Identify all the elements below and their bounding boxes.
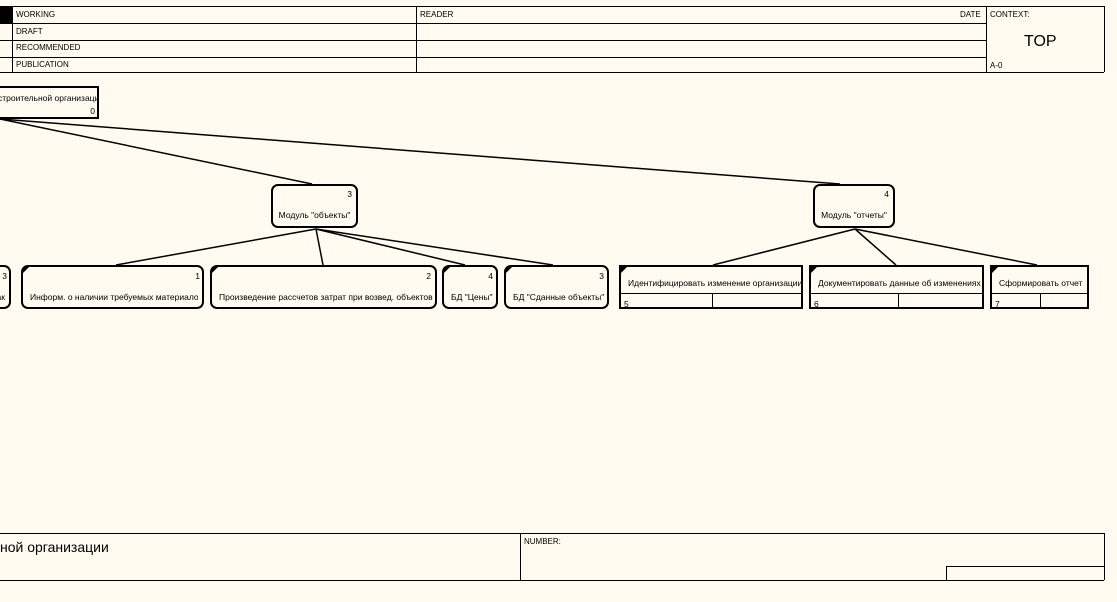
function-box-report[interactable]: Сформировать отчет 7 (990, 265, 1089, 309)
function-box-document-corner (811, 267, 817, 273)
reader-label: READER (420, 10, 454, 19)
connector-root-reports (0, 118, 841, 185)
status-draft: DRAFT (16, 27, 43, 36)
footer-title: ной организации (0, 539, 109, 555)
function-box-report-id-cell: 7 (992, 293, 1041, 309)
leaf-node-delivered[interactable]: 3 БД "Сданные объекты" (504, 265, 609, 309)
footer-number-label: NUMBER: (524, 537, 561, 546)
date-label: DATE (960, 10, 981, 19)
status-publication: PUBLICATION (16, 60, 69, 69)
node-reports-label: Модуль "отчеты" (821, 210, 887, 220)
function-box-identify-id-cell: 5 (621, 293, 713, 309)
function-box-document-ref-cell (898, 293, 982, 309)
leaf-node-clipped[interactable]: 3 лак (0, 265, 11, 309)
function-box-report-label: Сформировать отчет (999, 278, 1083, 288)
leaf-node-inform-number: 1 (195, 271, 200, 281)
node-reports-number: 4 (884, 189, 889, 199)
function-box-identify-ref-cell (712, 293, 801, 309)
leaf-node-calc-number: 2 (426, 271, 431, 281)
status-working: WORKING (16, 10, 56, 19)
node-objects-number: 3 (347, 189, 352, 199)
connector-reports-report (854, 228, 1038, 266)
leaf-node-prices[interactable]: 4 БД "Цены" (442, 265, 498, 309)
connector-reports-identify (712, 228, 856, 266)
connector-objects-delivered (315, 228, 554, 266)
root-node-label: строительной организации (0, 93, 97, 103)
leaf-node-inform-label: Информ. о наличии требуемых материалов (30, 292, 198, 302)
function-box-document-number: 6 (814, 299, 819, 309)
leaf-node-prices-label: БД "Цены" (451, 292, 493, 302)
function-box-document-label: Документировать данные об изменениях (818, 278, 981, 288)
leaf-node-inform-corner (23, 267, 29, 273)
leaf-node-clipped-number: 3 (2, 271, 7, 281)
function-box-report-corner (992, 267, 998, 273)
leaf-node-calc-label: Произведение рассчетов затрат при возвед… (219, 292, 433, 302)
node-objects[interactable]: 3 Модуль "объекты" (271, 184, 358, 228)
function-box-identify[interactable]: Идентифицировать изменение организации 5 (619, 265, 803, 309)
context-label: CONTEXT: (990, 10, 1030, 19)
leaf-node-prices-number: 4 (488, 271, 493, 281)
function-box-report-number: 7 (995, 299, 1000, 309)
leaf-node-calc[interactable]: 2 Произведение рассчетов затрат при возв… (210, 265, 437, 309)
function-box-document-id-cell: 6 (811, 293, 899, 309)
node-objects-label: Модуль "объекты" (278, 210, 351, 220)
leaf-node-delivered-number: 3 (599, 271, 604, 281)
connector-root-objects (0, 118, 313, 185)
leaf-node-delivered-label: БД "Сданные объекты" (513, 292, 605, 302)
root-node[interactable]: строительной организации 0 (0, 86, 99, 119)
connector-objects-inform (115, 228, 317, 266)
node-reports[interactable]: 4 Модуль "отчеты" (813, 184, 895, 228)
function-box-identify-number: 5 (624, 299, 629, 309)
leaf-node-prices-corner (444, 267, 450, 273)
status-recommended: RECOMMENDED (16, 43, 81, 52)
function-box-report-ref-cell (1040, 293, 1087, 309)
root-node-number: 0 (90, 106, 95, 116)
context-value: TOP (1024, 33, 1057, 50)
function-box-identify-label: Идентифицировать изменение организации (628, 278, 803, 288)
connector-reports-document (854, 228, 897, 266)
function-box-identify-corner (621, 267, 627, 273)
connector-objects-calc (315, 228, 324, 266)
leaf-node-clipped-label: лак (0, 292, 5, 302)
node-ref: A-0 (990, 61, 1003, 70)
status-marker (0, 7, 12, 23)
function-box-document[interactable]: Документировать данные об изменениях 6 (809, 265, 984, 309)
connector-objects-prices (315, 228, 466, 266)
leaf-node-calc-corner (212, 267, 218, 273)
leaf-node-delivered-corner (506, 267, 512, 273)
leaf-node-inform[interactable]: 1 Информ. о наличии требуемых материалов (21, 265, 204, 309)
